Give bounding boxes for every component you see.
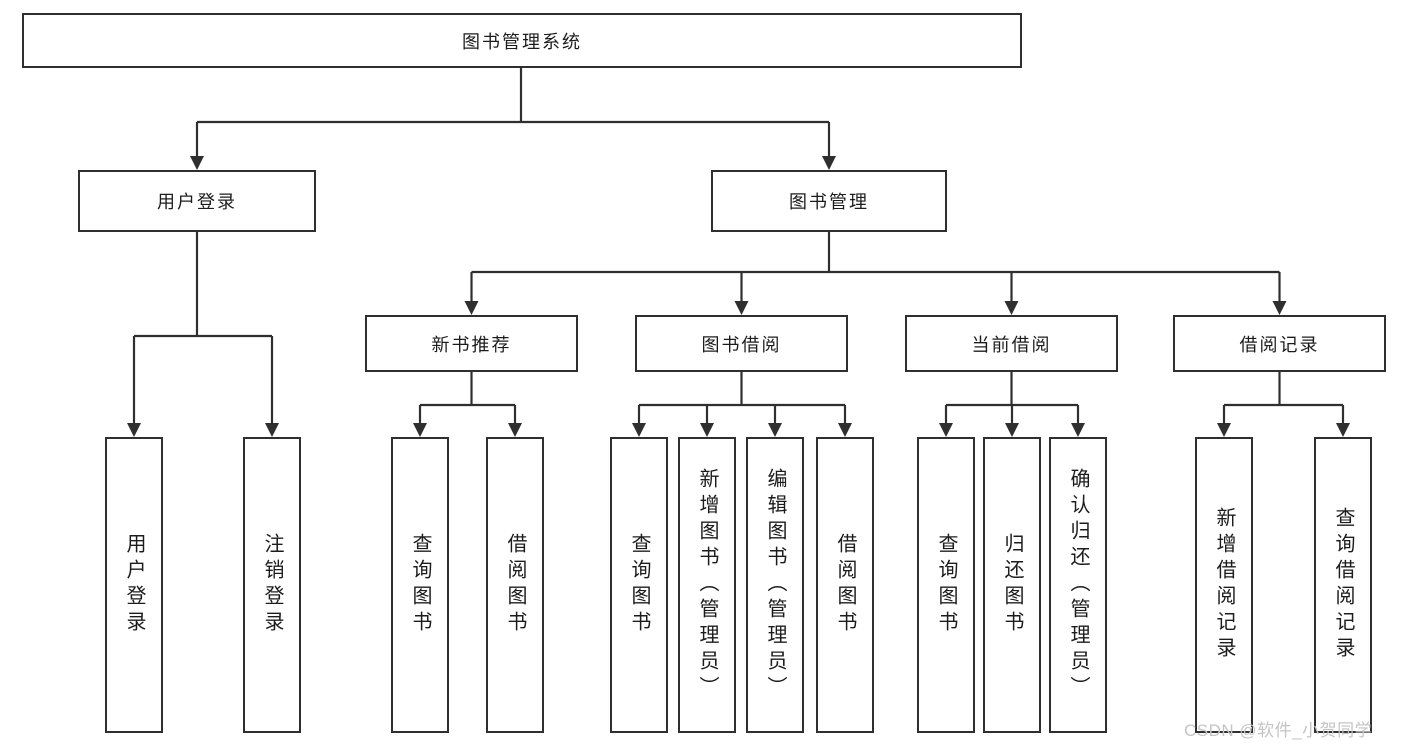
arrow-borrow1 (508, 423, 522, 437)
csdn-watermark: CSDN @软件_小贺同学 (1184, 721, 1373, 740)
arrow-return-books (1005, 423, 1019, 437)
arrow-user-login (190, 156, 204, 170)
node-new-book-recommend: 新书推荐 (365, 315, 578, 372)
leaf-query-borrow-record: 查询借阅记录 (1314, 437, 1372, 733)
leaf-borrow-books-2: 借阅图书 (816, 437, 874, 733)
leaf-query-books-2: 查询图书 (610, 437, 668, 733)
leaf-edit-books-admin: 编辑图书（管理员） (746, 437, 804, 733)
leaf-query-books-3: 查询图书 (917, 437, 975, 733)
connector-group (132, 68, 1345, 424)
arrow-add-record (1217, 423, 1231, 437)
leaf-add-books-admin: 新增图书（管理员） (678, 437, 736, 733)
arrow-leaf-user-login (127, 423, 141, 437)
node-borrowing-records: 借阅记录 (1173, 315, 1386, 372)
arrow-book-mgmt (822, 156, 836, 170)
arrow-add-books (700, 423, 714, 437)
arrow-edit-books (768, 423, 782, 437)
leaf-confirm-return-admin: 确认归还（管理员） (1049, 437, 1107, 733)
arrow-book-borrow (734, 301, 749, 315)
leaf-logout: 注销登录 (243, 437, 301, 733)
arrow-leaf-logout (265, 423, 279, 437)
arrow-borrow-records (1272, 301, 1287, 315)
leaf-borrow-books-1: 借阅图书 (486, 437, 544, 733)
node-book-management: 图书管理 (711, 170, 947, 232)
leaf-return-books: 归还图书 (983, 437, 1041, 733)
node-book-borrowing: 图书借阅 (635, 315, 848, 372)
arrow-query-record (1336, 423, 1350, 437)
arrow-new-book (464, 301, 479, 315)
arrow-borrow2 (838, 423, 852, 437)
arrow-current-borrow (1004, 301, 1019, 315)
node-current-borrowing: 当前借阅 (905, 315, 1118, 372)
arrow-query3 (939, 423, 953, 437)
arrow-confirm-return (1071, 423, 1085, 437)
arrow-query1 (413, 423, 427, 437)
arrowheads (127, 156, 1350, 437)
leaf-add-borrow-record: 新增借阅记录 (1195, 437, 1253, 733)
node-root-library-system: 图书管理系统 (22, 13, 1022, 68)
leaf-query-books-1: 查询图书 (391, 437, 449, 733)
node-user-login: 用户登录 (78, 170, 316, 232)
leaf-user-login: 用户登录 (105, 437, 163, 733)
arrow-query2 (632, 423, 646, 437)
